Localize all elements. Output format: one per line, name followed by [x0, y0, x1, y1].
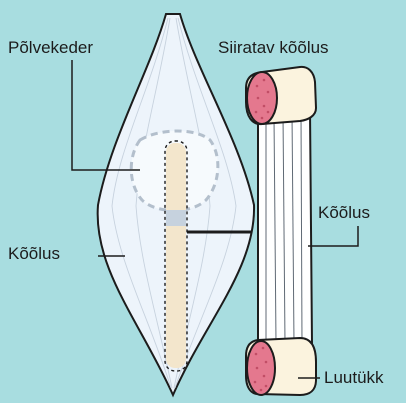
- patellar-tendon-whole: [98, 14, 254, 395]
- label-kneecap: Põlvekeder: [8, 38, 93, 58]
- bone-plug-top: [246, 67, 316, 124]
- label-bone-piece: Luutükk: [324, 368, 384, 388]
- label-graft-tendon: Siiratav kõõlus: [218, 38, 329, 58]
- label-tendon-right: Kõõlus: [318, 203, 370, 223]
- leader-tendon-right: [308, 226, 358, 246]
- graft-harvest-strip: [165, 141, 187, 371]
- label-tendon-left: Kõõlus: [8, 244, 60, 264]
- graft-bone-tendon-bone: [246, 67, 316, 395]
- bone-plug-bottom: [246, 338, 316, 395]
